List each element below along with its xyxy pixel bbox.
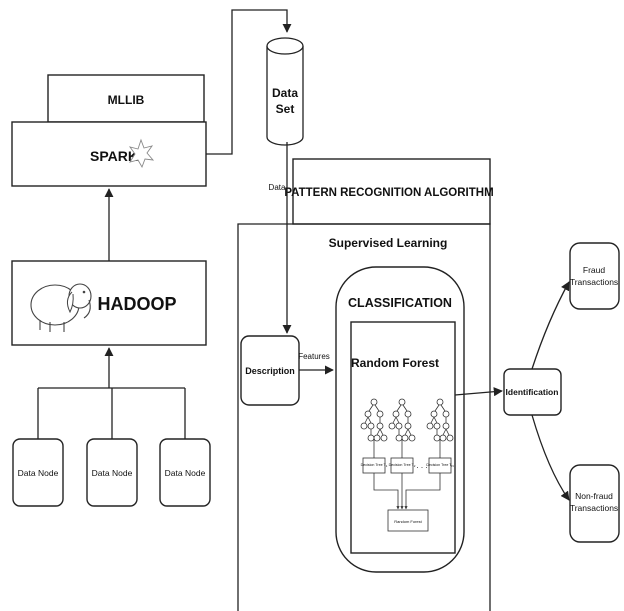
supervised-label: Supervised Learning [329,236,448,250]
fraud-box [570,243,619,309]
data-node-1-label: Data Node [18,468,59,478]
description-label: Description [245,366,295,376]
features-label: Features [298,352,330,361]
nonfraud-label-1: Non-fraud [575,491,613,501]
classification-label: CLASSIFICATION [348,296,452,310]
dataset-label-1: Data [272,86,298,100]
arrow-nonfraud [532,415,569,500]
nonfraud-label-2: Transactions [570,503,618,513]
rf-aggregator-label: Random Forest [394,519,422,524]
data-node-3-label: Data Node [165,468,206,478]
random-forest-label: Random Forest [351,356,439,370]
arrow-fraud [532,282,569,369]
hadoop-label: HADOOP [97,294,176,314]
identification-label: Identification [506,387,559,397]
pattern-title: PATTERN RECOGNITION ALGORITHM [284,187,493,199]
dataset-label-2: Set [276,102,295,116]
mllib-label: MLLIB [108,93,145,107]
data-flow-label: Data [269,183,286,192]
fraud-label-1: Fraud [583,265,605,275]
data-node-2-label: Data Node [92,468,133,478]
fraud-label-2: Transactions [570,277,618,287]
